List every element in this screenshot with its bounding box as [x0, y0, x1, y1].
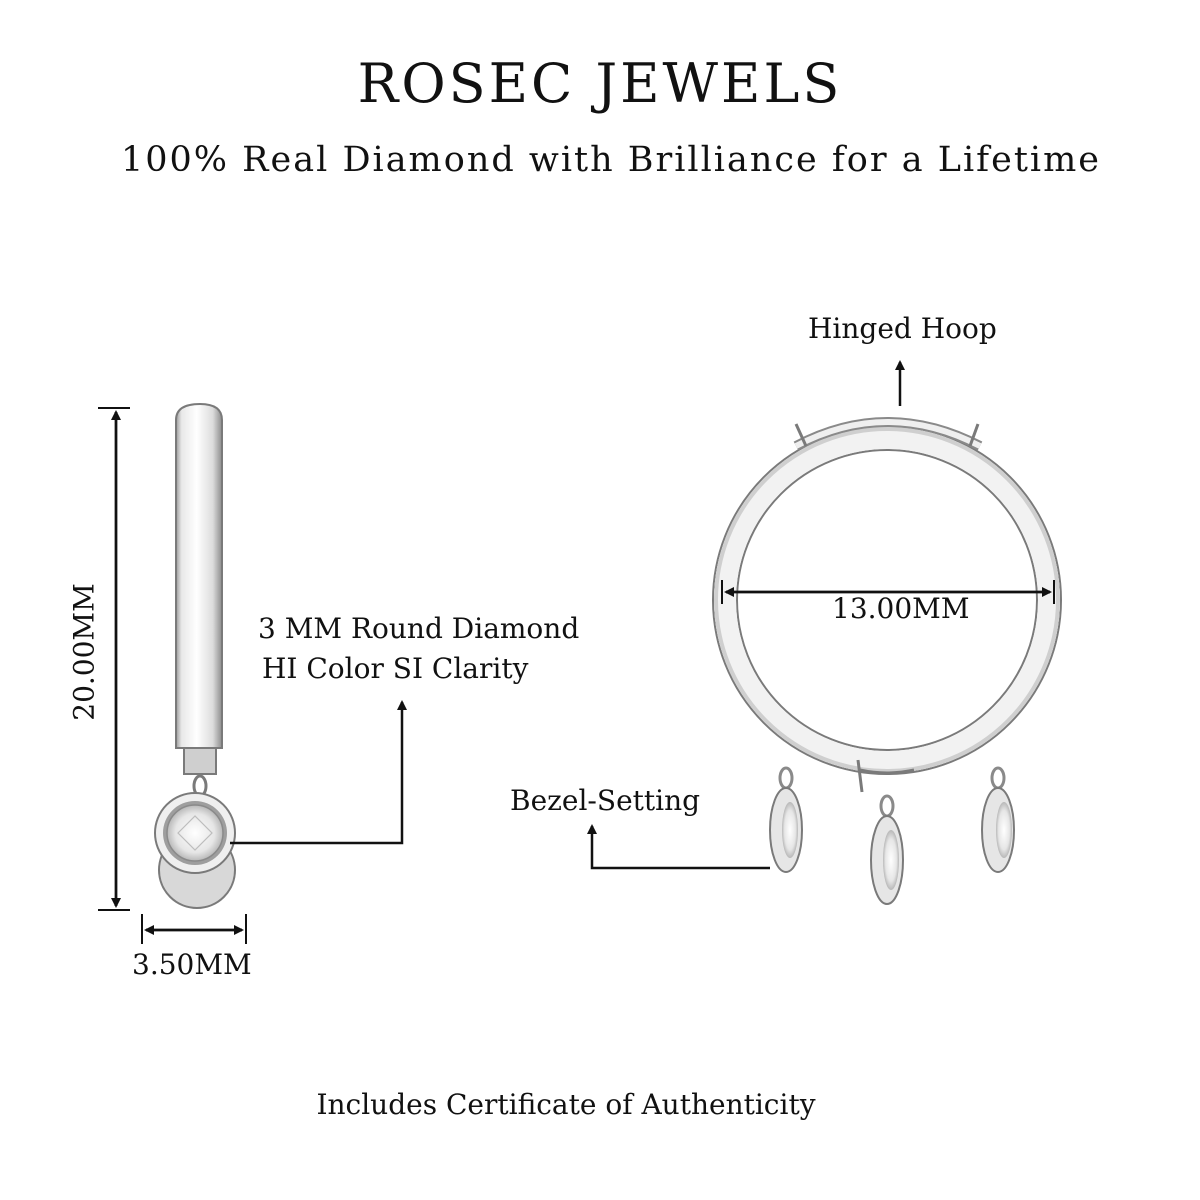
bezel-stone-center: [870, 794, 904, 905]
inner-diameter-label: 13.00MM: [832, 592, 970, 625]
width-dimension-line: [141, 914, 247, 944]
tagline: 100% Real Diamond with Brilliance for a …: [121, 140, 1101, 180]
diamond-size-label: 3 MM Round Diamond: [258, 612, 580, 645]
diamond-leader-line: [230, 700, 407, 845]
bezel-stone-left: [769, 766, 803, 873]
height-dimension-line: [98, 407, 130, 911]
brand-title: ROSEC JEWELS: [357, 52, 843, 115]
inner-diameter-dimension-line: [721, 580, 1055, 604]
bezel-stone-right: [981, 766, 1015, 873]
side-view-earring: [154, 402, 236, 909]
certificate-note: Includes Certificate of Authenticity: [316, 1088, 816, 1121]
height-label: 20.00MM: [67, 583, 101, 721]
diamond-grade-label: HI Color SI Clarity: [262, 652, 529, 685]
width-label: 3.50MM: [132, 948, 252, 981]
bezel-setting-label: Bezel-Setting: [510, 784, 701, 817]
bezel-leader-line: [587, 824, 770, 870]
hinged-hoop-label: Hinged Hoop: [808, 312, 997, 345]
front-view-hoop: [712, 417, 1062, 793]
